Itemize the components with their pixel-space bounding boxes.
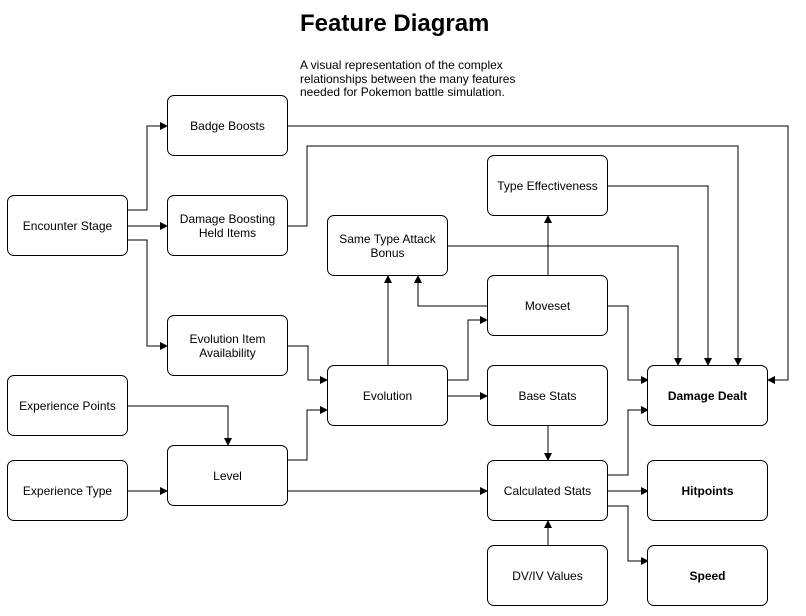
edge-moveset-to-stab <box>414 275 488 307</box>
edge-evolution-item-to-evolution <box>288 345 328 384</box>
node-label: Same Type Attack Bonus <box>339 231 436 260</box>
node-label: Type Effectiveness <box>497 178 598 193</box>
node-evolution-item-availability[interactable]: Evolution Item Availability <box>167 315 288 376</box>
node-calculated-stats[interactable]: Calculated Stats <box>487 460 608 521</box>
edge-calculated-stats-to-damage-dealt <box>608 406 649 476</box>
node-experience-type[interactable]: Experience Type <box>7 460 128 521</box>
node-damage-dealt[interactable]: Damage Dealt <box>647 365 768 426</box>
node-label: Experience Type <box>22 483 113 498</box>
edge-encounter-to-badge-boosts <box>128 122 168 211</box>
node-same-type-attack-bonus[interactable]: Same Type Attack Bonus <box>327 215 448 276</box>
node-label: Base Stats <box>518 388 577 403</box>
edge-type-effectiveness-to-damage-dealt <box>608 185 712 366</box>
edge-moveset-to-damage-dealt <box>608 305 649 384</box>
node-moveset[interactable]: Moveset <box>487 275 608 336</box>
node-level[interactable]: Level <box>167 445 288 506</box>
diagram-description: A visual representation of the complex r… <box>300 58 516 99</box>
edge-experience-points-to-level <box>128 405 232 446</box>
node-evolution[interactable]: Evolution <box>327 365 448 426</box>
edge-level-to-evolution <box>288 406 328 461</box>
edge-badge-boosts-to-damage-dealt <box>288 125 789 384</box>
node-damage-boosting-held-items[interactable]: Damage Boosting Held Items <box>167 195 288 256</box>
node-dv-iv-values[interactable]: DV/IV Values <box>487 545 608 606</box>
edge-encounter-to-evolution-item <box>128 239 168 350</box>
node-type-effectiveness[interactable]: Type Effectiveness <box>487 155 608 216</box>
node-hitpoints[interactable]: Hitpoints <box>647 460 768 521</box>
node-label: Speed <box>689 568 726 583</box>
node-label: Encounter Stage <box>22 218 113 233</box>
edge-calculated-stats-to-speed <box>608 505 649 565</box>
edge-held-items-to-damage-dealt <box>288 145 742 366</box>
edge-stab-to-damage-dealt <box>448 245 682 366</box>
diagram-title: Feature Diagram <box>300 10 490 37</box>
node-label: Hitpoints <box>681 483 734 498</box>
node-label: Experience Points <box>19 398 116 413</box>
node-label: Badge Boosts <box>190 118 265 133</box>
node-label: Evolution Item Availability <box>189 331 266 360</box>
node-label: Level <box>213 468 242 483</box>
node-label: Calculated Stats <box>503 483 592 498</box>
node-label: DV/IV Values <box>512 568 583 583</box>
node-label: Damage Dealt <box>667 388 748 403</box>
node-label: Moveset <box>524 298 571 313</box>
node-experience-points[interactable]: Experience Points <box>7 375 128 436</box>
node-base-stats[interactable]: Base Stats <box>487 365 608 426</box>
node-encounter-stage[interactable]: Encounter Stage <box>7 195 128 256</box>
node-badge-boosts[interactable]: Badge Boosts <box>167 95 288 156</box>
node-label: Evolution <box>362 388 413 403</box>
node-speed[interactable]: Speed <box>647 545 768 606</box>
edge-evolution-to-moveset <box>448 316 488 381</box>
node-label: Damage Boosting Held Items <box>179 211 276 240</box>
